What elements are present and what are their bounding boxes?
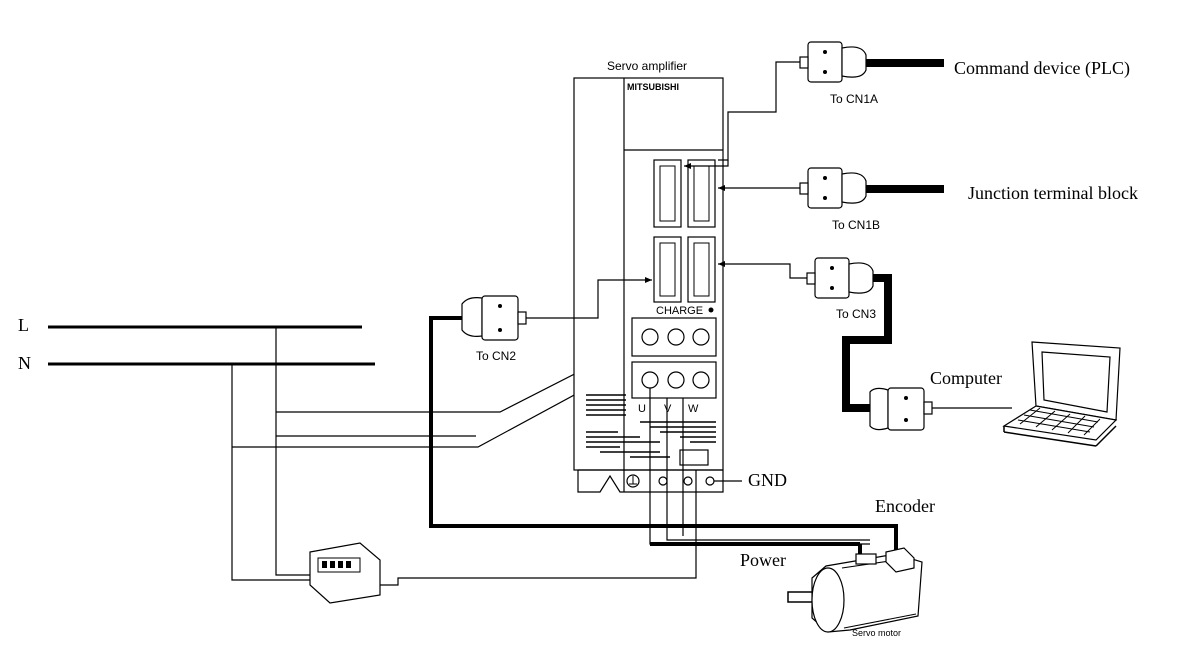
label-servo-motor: Servo motor: [852, 628, 901, 638]
gnd-label: GND: [748, 470, 787, 490]
gnd-terminal-cover: [679, 449, 709, 466]
label-n: N: [18, 353, 31, 373]
label-power: Power: [740, 550, 786, 570]
label-command-device: Command device (PLC): [954, 58, 1130, 79]
socket-cn3: [687, 236, 716, 303]
plug-cn1b: To CN1B Junction terminal block: [718, 167, 1138, 232]
plug-cn1a: To CN1A Command device (PLC): [684, 41, 1130, 169]
brand-label: MITSUBISHI: [627, 82, 679, 92]
terminal-w: W: [688, 403, 699, 415]
servo-amplifier: Servo amplifier MITSUBISHI CHARGE U: [573, 59, 787, 493]
terminal-u: U: [638, 403, 646, 415]
laptop-icon: [1002, 341, 1121, 447]
socket-cn1b: [687, 159, 716, 228]
breaker-block: [309, 468, 697, 604]
terminal-v: V: [664, 403, 672, 415]
cable-encoder: [429, 316, 898, 552]
cable-cn3: [842, 274, 892, 412]
wire-l-drop: [275, 327, 320, 576]
plug-cn2: To CN2: [429, 277, 898, 552]
label-cn3: To CN3: [836, 307, 876, 321]
socket-cn2: [653, 236, 682, 303]
plug-cn3: To CN3: [718, 257, 892, 412]
label-junction-block: Junction terminal block: [968, 183, 1138, 203]
label-encoder: Encoder: [875, 496, 935, 516]
label-cn2: To CN2: [476, 349, 516, 363]
amplifier-title: Servo amplifier: [607, 59, 687, 73]
label-cn1a: To CN1A: [830, 92, 878, 106]
charge-lamp: [708, 307, 714, 313]
label-computer: Computer: [930, 368, 1002, 388]
socket-cn1a: [653, 159, 682, 228]
charge-label: CHARGE: [656, 305, 703, 317]
plug-computer: Computer: [869, 368, 1012, 431]
wire-n-drop: [231, 364, 320, 581]
label-l: L: [18, 315, 29, 335]
wire-breaker-to-amp: [380, 468, 697, 586]
servo-motor-icon: Servo motor: [787, 547, 923, 638]
mains-lines: L N: [18, 315, 677, 581]
label-cn1b: To CN1B: [832, 218, 880, 232]
